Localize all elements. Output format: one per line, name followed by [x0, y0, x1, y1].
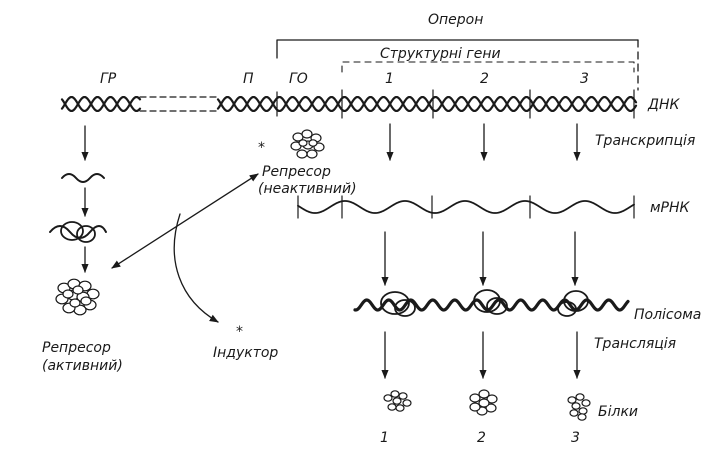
active-repressor-label-2: (активний) [42, 358, 123, 374]
p-label: П [243, 71, 254, 87]
protein-2-number: 2 [477, 430, 486, 446]
go-label: ГО [289, 71, 308, 87]
translation-label: Трансляція [594, 336, 676, 352]
inducer-label: Індуктор [213, 345, 278, 361]
protein-3-blob [567, 393, 591, 421]
regulator-mrna [61, 173, 105, 183]
operon-mrna [297, 195, 635, 219]
operon-label: Оперон [428, 12, 483, 28]
repressor-equilibrium-arrow [111, 173, 259, 269]
inactive-repressor-label-1: Репресор [262, 164, 331, 180]
structural-genes-bracket [341, 61, 635, 73]
inducer-star: * [236, 324, 243, 340]
mrna-label: мРНК [650, 200, 691, 216]
gene1-label: 1 [385, 71, 394, 87]
active-repressor-blob [55, 278, 100, 316]
protein-1-number: 1 [380, 430, 389, 446]
inactive-repressor-label-2: (неактивний) [258, 181, 357, 197]
inactive-repressor-blob [290, 129, 325, 159]
inducer-curved-arrow [173, 213, 219, 323]
transcription-label: Транскрипція [595, 133, 695, 149]
gene3-label: 3 [580, 71, 589, 87]
polysome-label: Полісома [634, 307, 701, 323]
regulator-ribosome [49, 221, 107, 243]
gr-label: ГР [100, 71, 117, 87]
inactive-star: * [258, 140, 265, 156]
protein-3-number: 3 [571, 430, 580, 446]
gene2-label: 2 [480, 71, 489, 87]
protein-1-blob [383, 390, 412, 412]
active-repressor-label-1: Репресор [42, 340, 111, 356]
polysome [353, 289, 630, 317]
protein-2-blob [469, 389, 498, 416]
dna-helix [60, 89, 638, 119]
proteins-label: Білки [598, 404, 638, 420]
structural-genes-label: Структурні гени [380, 46, 501, 62]
operon-bracket [276, 39, 639, 91]
dna-label: ДНК [647, 97, 680, 113]
